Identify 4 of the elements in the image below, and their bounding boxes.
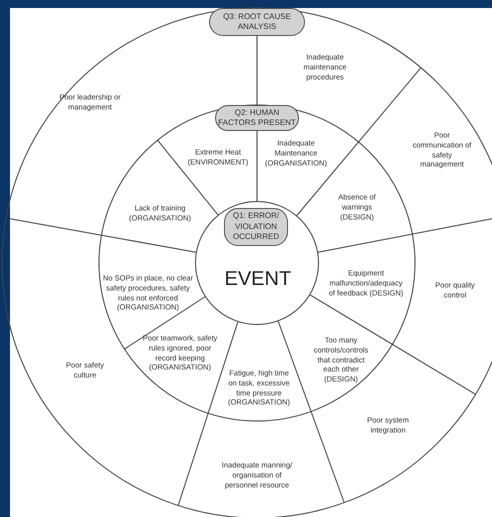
question-tag: Q1: ERROR/ VIOLATION OCCURRED <box>224 208 288 246</box>
event-label: EVENT <box>224 266 292 292</box>
question-tag: Q2: HUMAN FACTORS PRESENT <box>215 105 299 131</box>
question-tag: Q3: ROOT CAUSE ANALYSIS <box>209 8 305 36</box>
